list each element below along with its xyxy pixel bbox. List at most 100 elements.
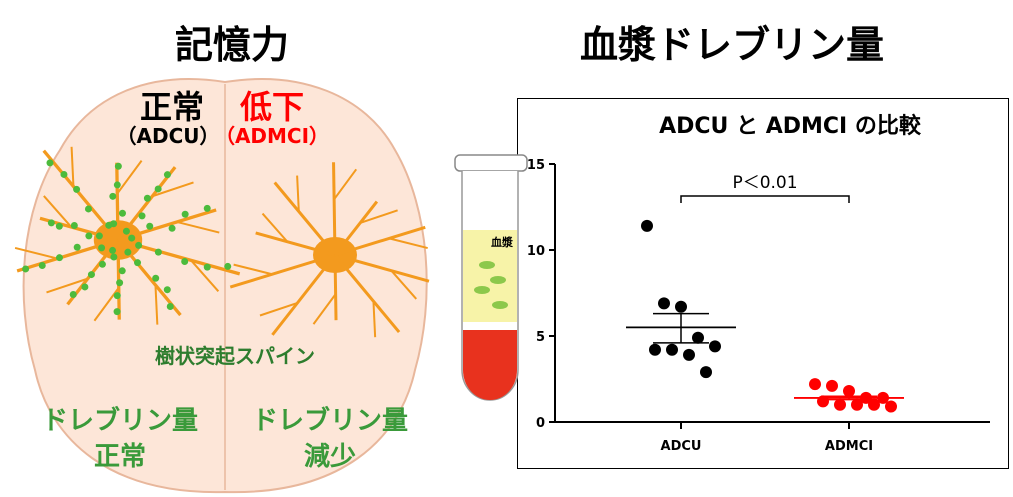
dendrite [261,212,289,243]
spine [109,246,117,254]
chart-title: ADCU と ADMCI の比較 [659,114,921,139]
significance-bracket [680,195,850,203]
data-point-admci [826,379,838,392]
spine [128,234,136,242]
spine [154,248,162,256]
spine [152,274,160,282]
spine [85,232,93,240]
spine [22,265,30,273]
spine [224,262,232,270]
spine [87,271,95,279]
dendrite [273,181,337,256]
plasma-layer [463,230,517,322]
spine [118,267,126,275]
spine [109,192,117,200]
right-state-label: 減少 [303,442,357,472]
spine [114,162,122,170]
spine [110,253,118,261]
spine [118,209,126,217]
dendrite [233,263,273,276]
y-tick-label: 5 [536,330,545,345]
data-point-adcu [675,300,687,313]
data-point-adcu [683,348,695,361]
spine [73,185,81,193]
dendrite [296,175,300,212]
spine [143,194,151,202]
x-tick-label: ADMCI [825,439,873,454]
dendrite [333,200,379,256]
decline-label: 低下 [239,88,305,126]
left-state-label: 正常 [93,442,147,472]
dendrite [255,231,336,257]
data-point-adcu [641,219,653,232]
tube-cap [454,154,528,172]
data-point-adcu [649,343,661,356]
spine [81,283,89,291]
dendrite [334,225,426,257]
spine [69,290,77,298]
dendrite [151,181,194,198]
spine [163,171,171,179]
data-point-adcu [658,297,670,310]
data-point-admci [868,398,880,411]
spine [55,222,63,230]
left-drebrin-label: ドレブリン量 [41,406,199,436]
data-point-admci [885,400,897,413]
spine [46,159,54,167]
spine [98,260,106,268]
dendrite [116,160,143,195]
data-point-admci [843,385,855,398]
dendrite [333,168,358,200]
dendrite [271,254,337,336]
data-point-adcu [692,331,704,344]
spine [95,232,103,240]
dendrite [115,162,120,241]
p-value-label: P＜0.01 [732,173,797,193]
dendrite [176,220,220,234]
spine [146,222,154,230]
spine [181,210,189,218]
dendrite [390,270,418,300]
dendrite [229,253,336,289]
spine [135,241,143,249]
spine [181,258,189,266]
y-tick-label: 10 [527,244,545,259]
blood-tube [454,154,528,401]
plasma-drebrin-title: 血漿ドレブリン量 [579,23,885,67]
plasma-label: 血漿 [491,236,513,249]
spine [154,185,162,193]
spine [122,227,130,235]
dendrite [14,246,58,260]
y-tick-label: 15 [527,158,545,173]
y-tick-label: 0 [536,416,545,431]
data-point-adcu [709,340,721,353]
spine [38,261,46,269]
dendrite [70,146,75,187]
dendrite [117,208,217,242]
dendrite [372,301,377,338]
spine [116,279,124,287]
spine [55,254,63,262]
data-point-adcu [700,366,712,379]
spine-label: 樹状突起スパイン [155,344,315,368]
data-point-adcu [666,343,678,356]
spine [110,220,118,228]
data-point-admci [809,378,821,391]
right-drebrin-label: ドレブリン量 [251,406,409,436]
dendrite [43,195,72,228]
dendrite [46,277,89,294]
dendrite [334,253,430,283]
decline-group-label: （ADMCI） [214,124,330,148]
spine [134,259,142,267]
spine [113,308,121,316]
dendrite [359,209,398,224]
normal-label: 正常 [139,88,205,126]
dendrite [154,285,159,325]
spine [98,244,106,252]
dendrite [388,237,428,250]
dendrite [116,166,177,242]
spine [203,263,211,271]
spine [47,219,55,227]
brain-diagram [14,78,430,494]
